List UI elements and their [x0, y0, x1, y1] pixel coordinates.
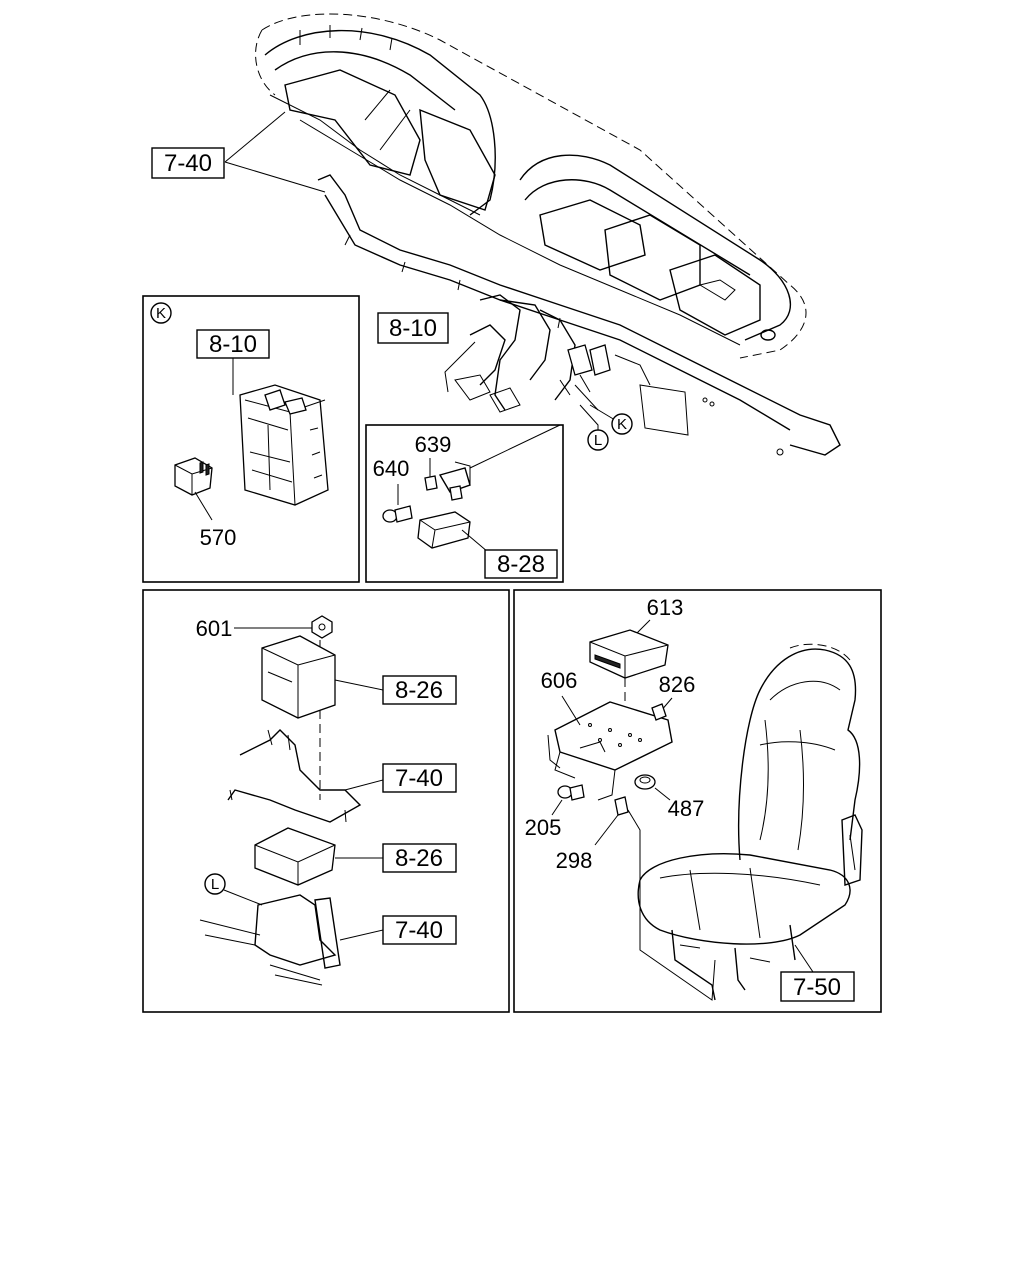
- ref-label: 8-10: [389, 315, 437, 342]
- callout-letter: L: [594, 432, 602, 449]
- ref-label: 7-40: [395, 765, 443, 792]
- callout-l-panel: L: [204, 873, 226, 895]
- part-number-298: 298: [556, 848, 593, 873]
- part-number-640: 640: [373, 456, 410, 481]
- part-number-606: 606: [541, 668, 578, 693]
- ref-box-8-28: 8-28: [484, 549, 558, 579]
- ref-label: 7-50: [793, 974, 841, 1001]
- tray-606-icon: [547, 701, 673, 801]
- ref-label: 7-40: [164, 150, 212, 177]
- part-number-570: 570: [200, 525, 237, 550]
- bolt-639-icon: [424, 475, 463, 501]
- clip-298-icon: [614, 796, 629, 816]
- part-number-639: 639: [415, 432, 452, 457]
- callout-letter: K: [156, 305, 166, 322]
- ref-box-7-40-lower: 7-40: [382, 915, 457, 945]
- module-613-icon: [589, 629, 669, 679]
- bracket-upper-icon: [227, 729, 362, 823]
- seat-icon: [637, 643, 863, 1001]
- grommet-487-icon: [634, 774, 656, 790]
- panel-l: 639 640 8-28: [365, 424, 564, 583]
- module-8-26-lower-icon: [254, 827, 336, 886]
- nut-601-icon: [311, 615, 333, 639]
- ref-label: 8-26: [395, 677, 443, 704]
- callout-k-main: K: [611, 413, 633, 435]
- ref-box-8-26-upper: 8-26: [382, 675, 457, 705]
- ref-box-panel-k: 8-10: [196, 329, 270, 359]
- bolt-640-icon: [382, 505, 413, 523]
- bracket-lower-icon: [199, 894, 341, 986]
- dashboard-assembly: [255, 13, 841, 456]
- bolt-205-icon: [557, 784, 585, 801]
- part-number-601: 601: [196, 616, 233, 641]
- ref-label: 8-10: [209, 331, 257, 358]
- panel-control-module: 601 8-26 7-40: [142, 589, 510, 1013]
- ref-box-8-26-lower: 8-26: [382, 843, 457, 873]
- ref-label: 8-28: [497, 551, 545, 578]
- ref-box-7-40-upper: 7-40: [382, 763, 457, 793]
- panel-seat: 613 606 826: [513, 589, 882, 1013]
- relay-block-icon: [239, 384, 329, 506]
- ref-box-7-50: 7-50: [780, 971, 855, 1002]
- module-8-26-upper-icon: [261, 635, 336, 719]
- ref-box-dash-connector: 8-10: [377, 312, 449, 344]
- part-number-205: 205: [525, 815, 562, 840]
- clip-826-icon: [651, 703, 667, 721]
- ref-label: 8-26: [395, 845, 443, 872]
- callout-k-panel: K: [150, 302, 172, 324]
- part-number-613: 613: [647, 595, 684, 620]
- callout-letter: L: [211, 876, 219, 893]
- module-8-28-icon: [417, 511, 471, 549]
- callout-l-main: L: [587, 429, 609, 451]
- panel-k: K 8-10 570: [142, 295, 360, 583]
- ref-box-dash-top: 7-40: [151, 147, 225, 179]
- part-number-826: 826: [659, 672, 696, 697]
- part-number-487: 487: [668, 796, 705, 821]
- callout-letter: K: [617, 416, 627, 433]
- ref-label: 7-40: [395, 917, 443, 944]
- top-leaders: [224, 111, 616, 440]
- relay-570-icon: [174, 457, 213, 496]
